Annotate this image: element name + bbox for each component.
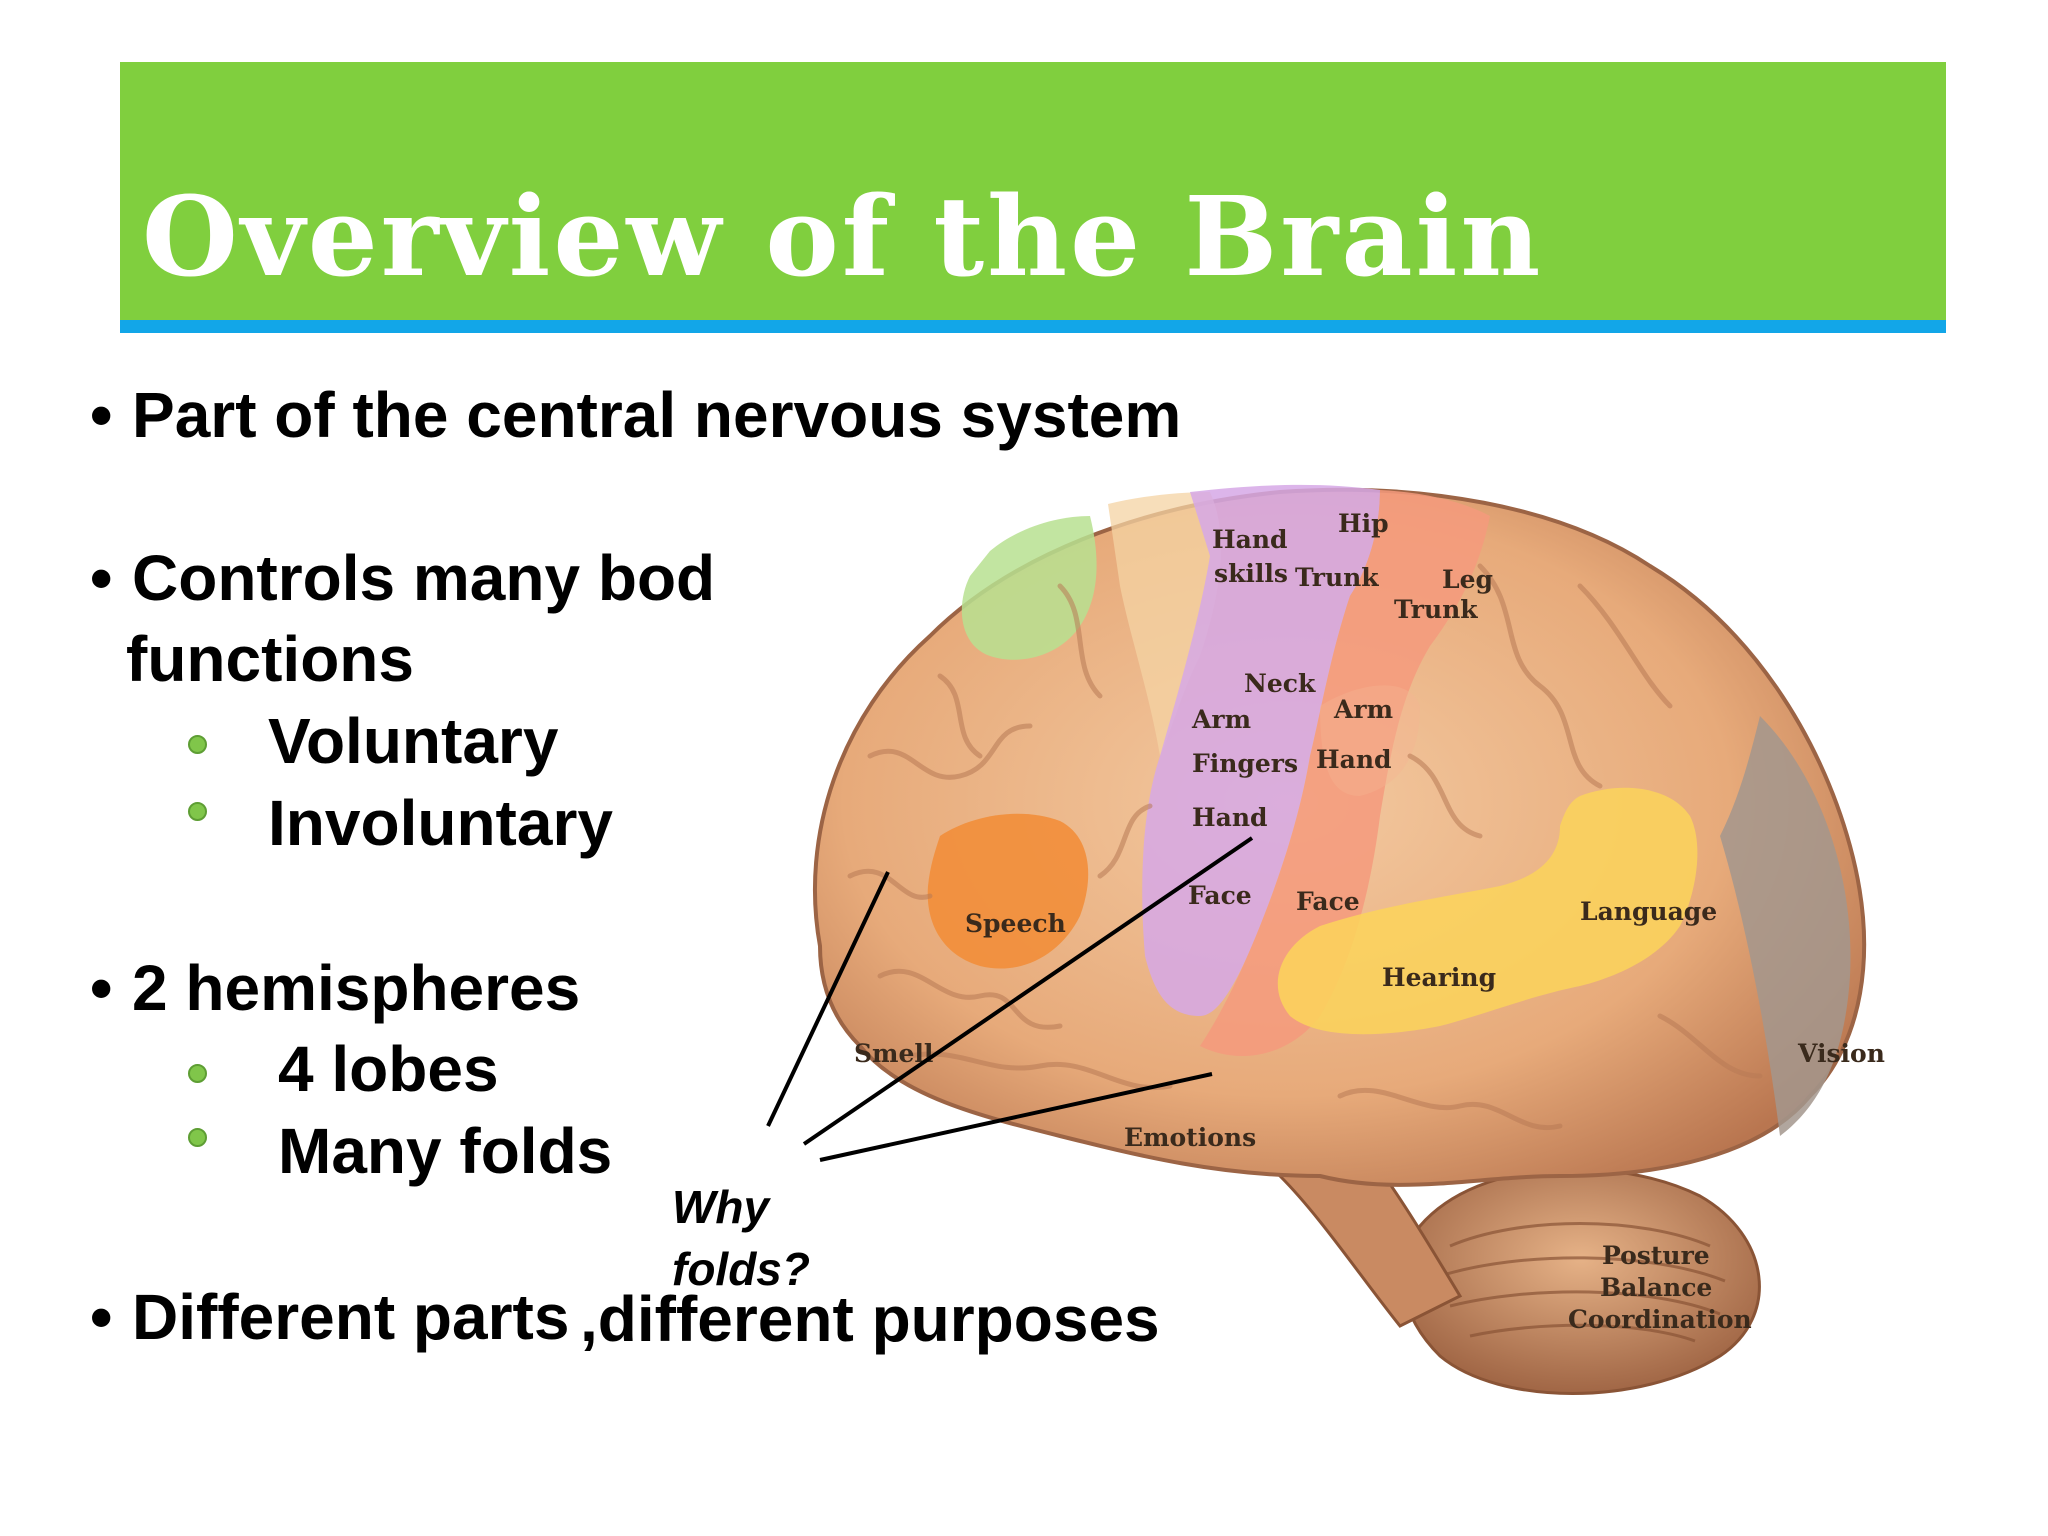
sub-bullet-voluntary: Voluntary [268,705,559,777]
sub-bullet-marker [188,735,207,754]
title-underline [120,320,1946,333]
title-bar [120,62,1946,320]
brain-illustration: Hand skills Hip Trunk Leg Trunk Neck Arm… [812,484,1885,1395]
bullet-marker: • [90,379,113,451]
sub-bullet-marker [188,1064,207,1083]
label-coordination: Coordination [1568,1305,1752,1334]
sub-bullet-4-lobes: 4 lobes [278,1033,499,1105]
label-balance: Balance [1600,1273,1712,1302]
sensory-cortex-region [1200,490,1490,1056]
why-folds-line1: Why [672,1181,770,1233]
bullet-controls-line2: functions [126,623,414,695]
brain-diagram: Hand skills Hip Trunk Leg Trunk Neck Arm… [760,456,1930,1416]
label-face-1: Face [1188,881,1252,910]
label-posture: Posture [1602,1241,1710,1270]
label-emotions: Emotions [1124,1123,1256,1152]
sub-bullet-many-folds: Many folds [278,1115,613,1187]
vision-region [1720,716,1851,1136]
why-folds-line2: folds? [672,1243,810,1295]
label-speech: Speech [965,909,1066,938]
label-language: Language [1580,897,1717,926]
label-vision: Vision [1797,1039,1885,1068]
bullet-controls-line1: Controls many bod [132,542,716,614]
sub-bullet-marker [188,802,207,821]
bullet-marker: • [90,1281,113,1353]
label-hand-1: Hand [1192,803,1267,832]
label-trunk-2: Trunk [1394,595,1478,624]
brain-stem [1277,1154,1463,1328]
sub-bullet-involuntary: Involuntary [268,787,613,859]
hand-skills-region-green [961,516,1097,660]
bullet-different-parts: Different parts [132,1281,570,1353]
bullet-marker: • [90,542,113,614]
why-folds-callout: Why folds? [672,1176,810,1300]
label-arm-1: Arm [1191,705,1251,734]
label-arm-2: Arm [1333,695,1393,724]
speech-region [927,813,1089,969]
bullet-different-purposes: ,different purposes [580,1283,1160,1355]
language-hearing-region [1277,787,1698,1035]
label-hand-2: Hand [1316,745,1391,774]
label-trunk-1: Trunk [1295,563,1379,592]
label-hand-skills-1: Hand [1212,525,1287,554]
label-hand-skills-2: skills [1214,559,1288,588]
callout-line-3 [819,1072,1213,1162]
bullet-central-nervous-system: Part of the central nervous system [132,379,1182,451]
bullet-hemispheres: 2 hemispheres [132,952,581,1024]
label-neck: Neck [1244,669,1316,698]
callout-line-1 [766,871,890,1127]
label-face-2: Face [1296,887,1360,916]
bullet-marker: • [90,952,113,1024]
callout-line-2 [802,836,1254,1146]
label-hip: Hip [1338,509,1389,538]
slide-title: Overview of the Brain [142,172,1544,301]
label-leg: Leg [1442,565,1493,594]
label-hearing: Hearing [1382,963,1496,992]
hand-skills-region [1108,492,1221,756]
label-fingers: Fingers [1192,749,1298,778]
sub-bullet-marker [188,1128,207,1147]
motor-cortex-region [1142,484,1380,1016]
